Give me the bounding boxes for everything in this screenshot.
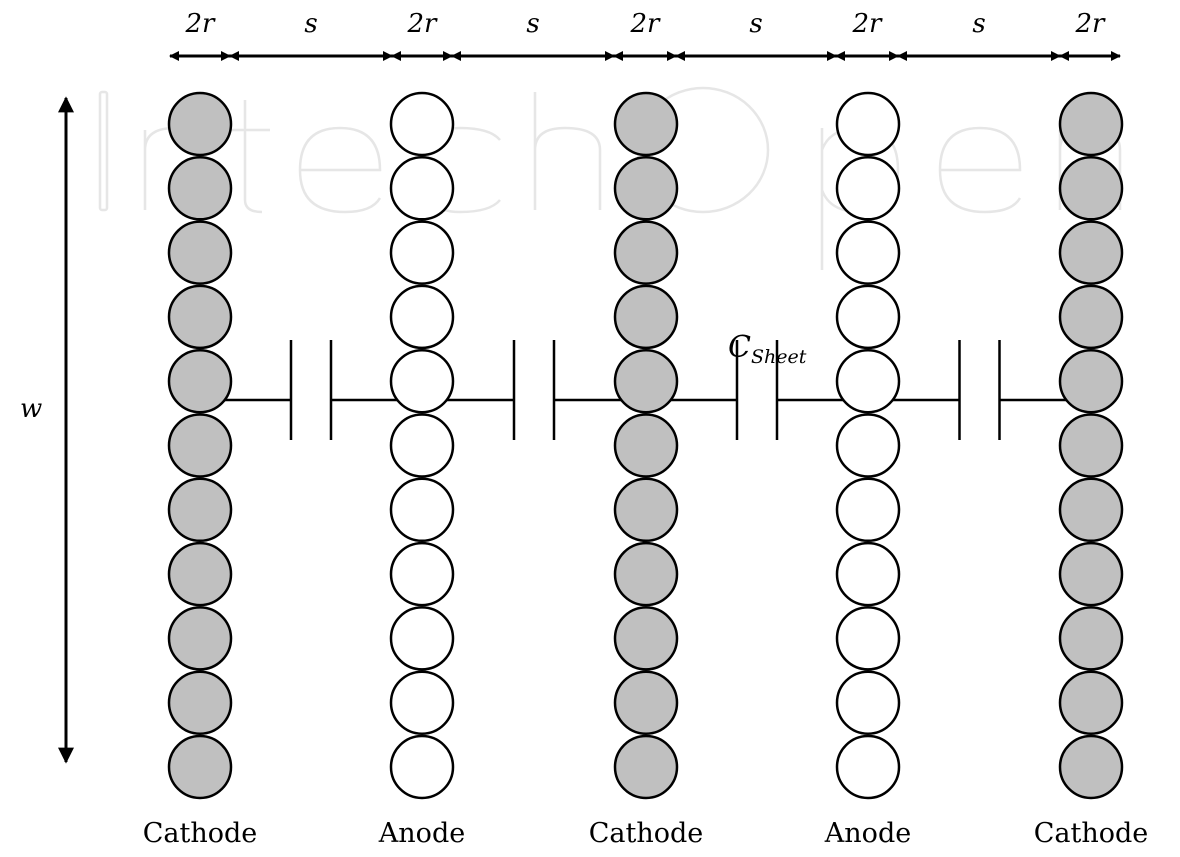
- dimension-labels: 2r s 2r s 2r s 2r s 2r: [185, 9, 1107, 39]
- anode-circle: [835, 734, 901, 800]
- cathode-column: [167, 91, 233, 800]
- dimension-label: s: [749, 9, 762, 39]
- cathode-circle: [613, 220, 679, 285]
- cathode-circle: [167, 284, 233, 350]
- cathode-circle: [167, 477, 233, 543]
- cathode-circle: [167, 734, 233, 800]
- dimension-label: 2r: [407, 9, 439, 39]
- dimension-label: s: [304, 9, 317, 39]
- cathode-circle: [1058, 734, 1124, 800]
- cathode-circle: [167, 541, 233, 607]
- cathode-circle: [613, 734, 679, 800]
- anode-circle: [835, 541, 901, 607]
- cathode-circle: [613, 606, 679, 671]
- electrode-columns: [167, 91, 1124, 800]
- cathode-circle: [613, 477, 679, 543]
- cathode-circle: [167, 91, 233, 157]
- dimension-label: s: [526, 9, 539, 39]
- cathode-circle: [1058, 156, 1124, 221]
- watermark-logo: [98, 86, 1122, 270]
- cathode-circle: [1058, 541, 1124, 607]
- cathode-circle: [167, 220, 233, 285]
- anode-circle: [835, 284, 901, 350]
- anode-label: Anode: [824, 818, 911, 849]
- capacitor: [422, 340, 646, 440]
- cathode-circle: [613, 541, 679, 607]
- anode-circle: [835, 91, 901, 157]
- cathode-circle: [1058, 670, 1124, 735]
- cathode-circle: [1058, 91, 1124, 157]
- anode-column: [835, 91, 901, 800]
- cathode-circle: [1058, 477, 1124, 543]
- width-label: w: [20, 394, 42, 424]
- anode-circle: [389, 91, 455, 157]
- cathode-circle: [613, 413, 679, 478]
- anode-circle: [835, 606, 901, 671]
- anode-column: [389, 91, 455, 800]
- anode-circle: [389, 220, 455, 285]
- anode-circle: [835, 670, 901, 735]
- capacitor: [200, 340, 422, 440]
- anode-label: Anode: [378, 818, 465, 849]
- cathode-label: Cathode: [589, 818, 704, 849]
- cathode-circle: [613, 348, 679, 414]
- capacitor-label-subscript: Sheet: [751, 346, 807, 368]
- cathode-circle: [167, 348, 233, 414]
- anode-circle: [835, 477, 901, 543]
- cathode-circle: [1058, 348, 1124, 414]
- cathode-circle: [613, 156, 679, 221]
- cathode-circle: [167, 156, 233, 221]
- anode-circle: [835, 348, 901, 414]
- dimension-label: 2r: [852, 9, 884, 39]
- anode-circle: [389, 156, 455, 221]
- cathode-circle: [1058, 220, 1124, 285]
- cathode-circle: [1058, 284, 1124, 350]
- cathode-label: Cathode: [143, 818, 258, 849]
- cathode-circle: [1058, 413, 1124, 478]
- cathode-circle: [613, 670, 679, 735]
- anode-circle: [389, 348, 455, 414]
- capacitor-label-main: C: [728, 330, 751, 365]
- anode-circle: [389, 413, 455, 478]
- anode-circle: [389, 606, 455, 671]
- dimension-label: 2r: [630, 9, 662, 39]
- cathode-circle: [1058, 606, 1124, 671]
- capacitor-label: CSheet: [728, 330, 807, 368]
- anode-circle: [389, 734, 455, 800]
- anode-circle: [389, 284, 455, 350]
- cathode-column: [613, 91, 679, 800]
- cathode-circle: [613, 91, 679, 157]
- capacitor: [868, 340, 1091, 440]
- capacitor-wires: [200, 340, 1091, 440]
- cathode-column: [1058, 91, 1124, 800]
- cathode-circle: [167, 606, 233, 671]
- dimension-label: s: [972, 9, 985, 39]
- cathode-label: Cathode: [1034, 818, 1149, 849]
- anode-circle: [389, 670, 455, 735]
- anode-circle: [389, 477, 455, 543]
- anode-circle: [835, 156, 901, 221]
- electrode-labels: Cathode Anode Cathode Anode Cathode: [143, 818, 1149, 849]
- cathode-circle: [167, 670, 233, 735]
- dimension-label: 2r: [185, 9, 217, 39]
- anode-circle: [835, 413, 901, 478]
- cathode-circle: [167, 413, 233, 478]
- cathode-circle: [613, 284, 679, 350]
- anode-circle: [389, 541, 455, 607]
- dimension-label: 2r: [1075, 9, 1107, 39]
- anode-circle: [835, 220, 901, 285]
